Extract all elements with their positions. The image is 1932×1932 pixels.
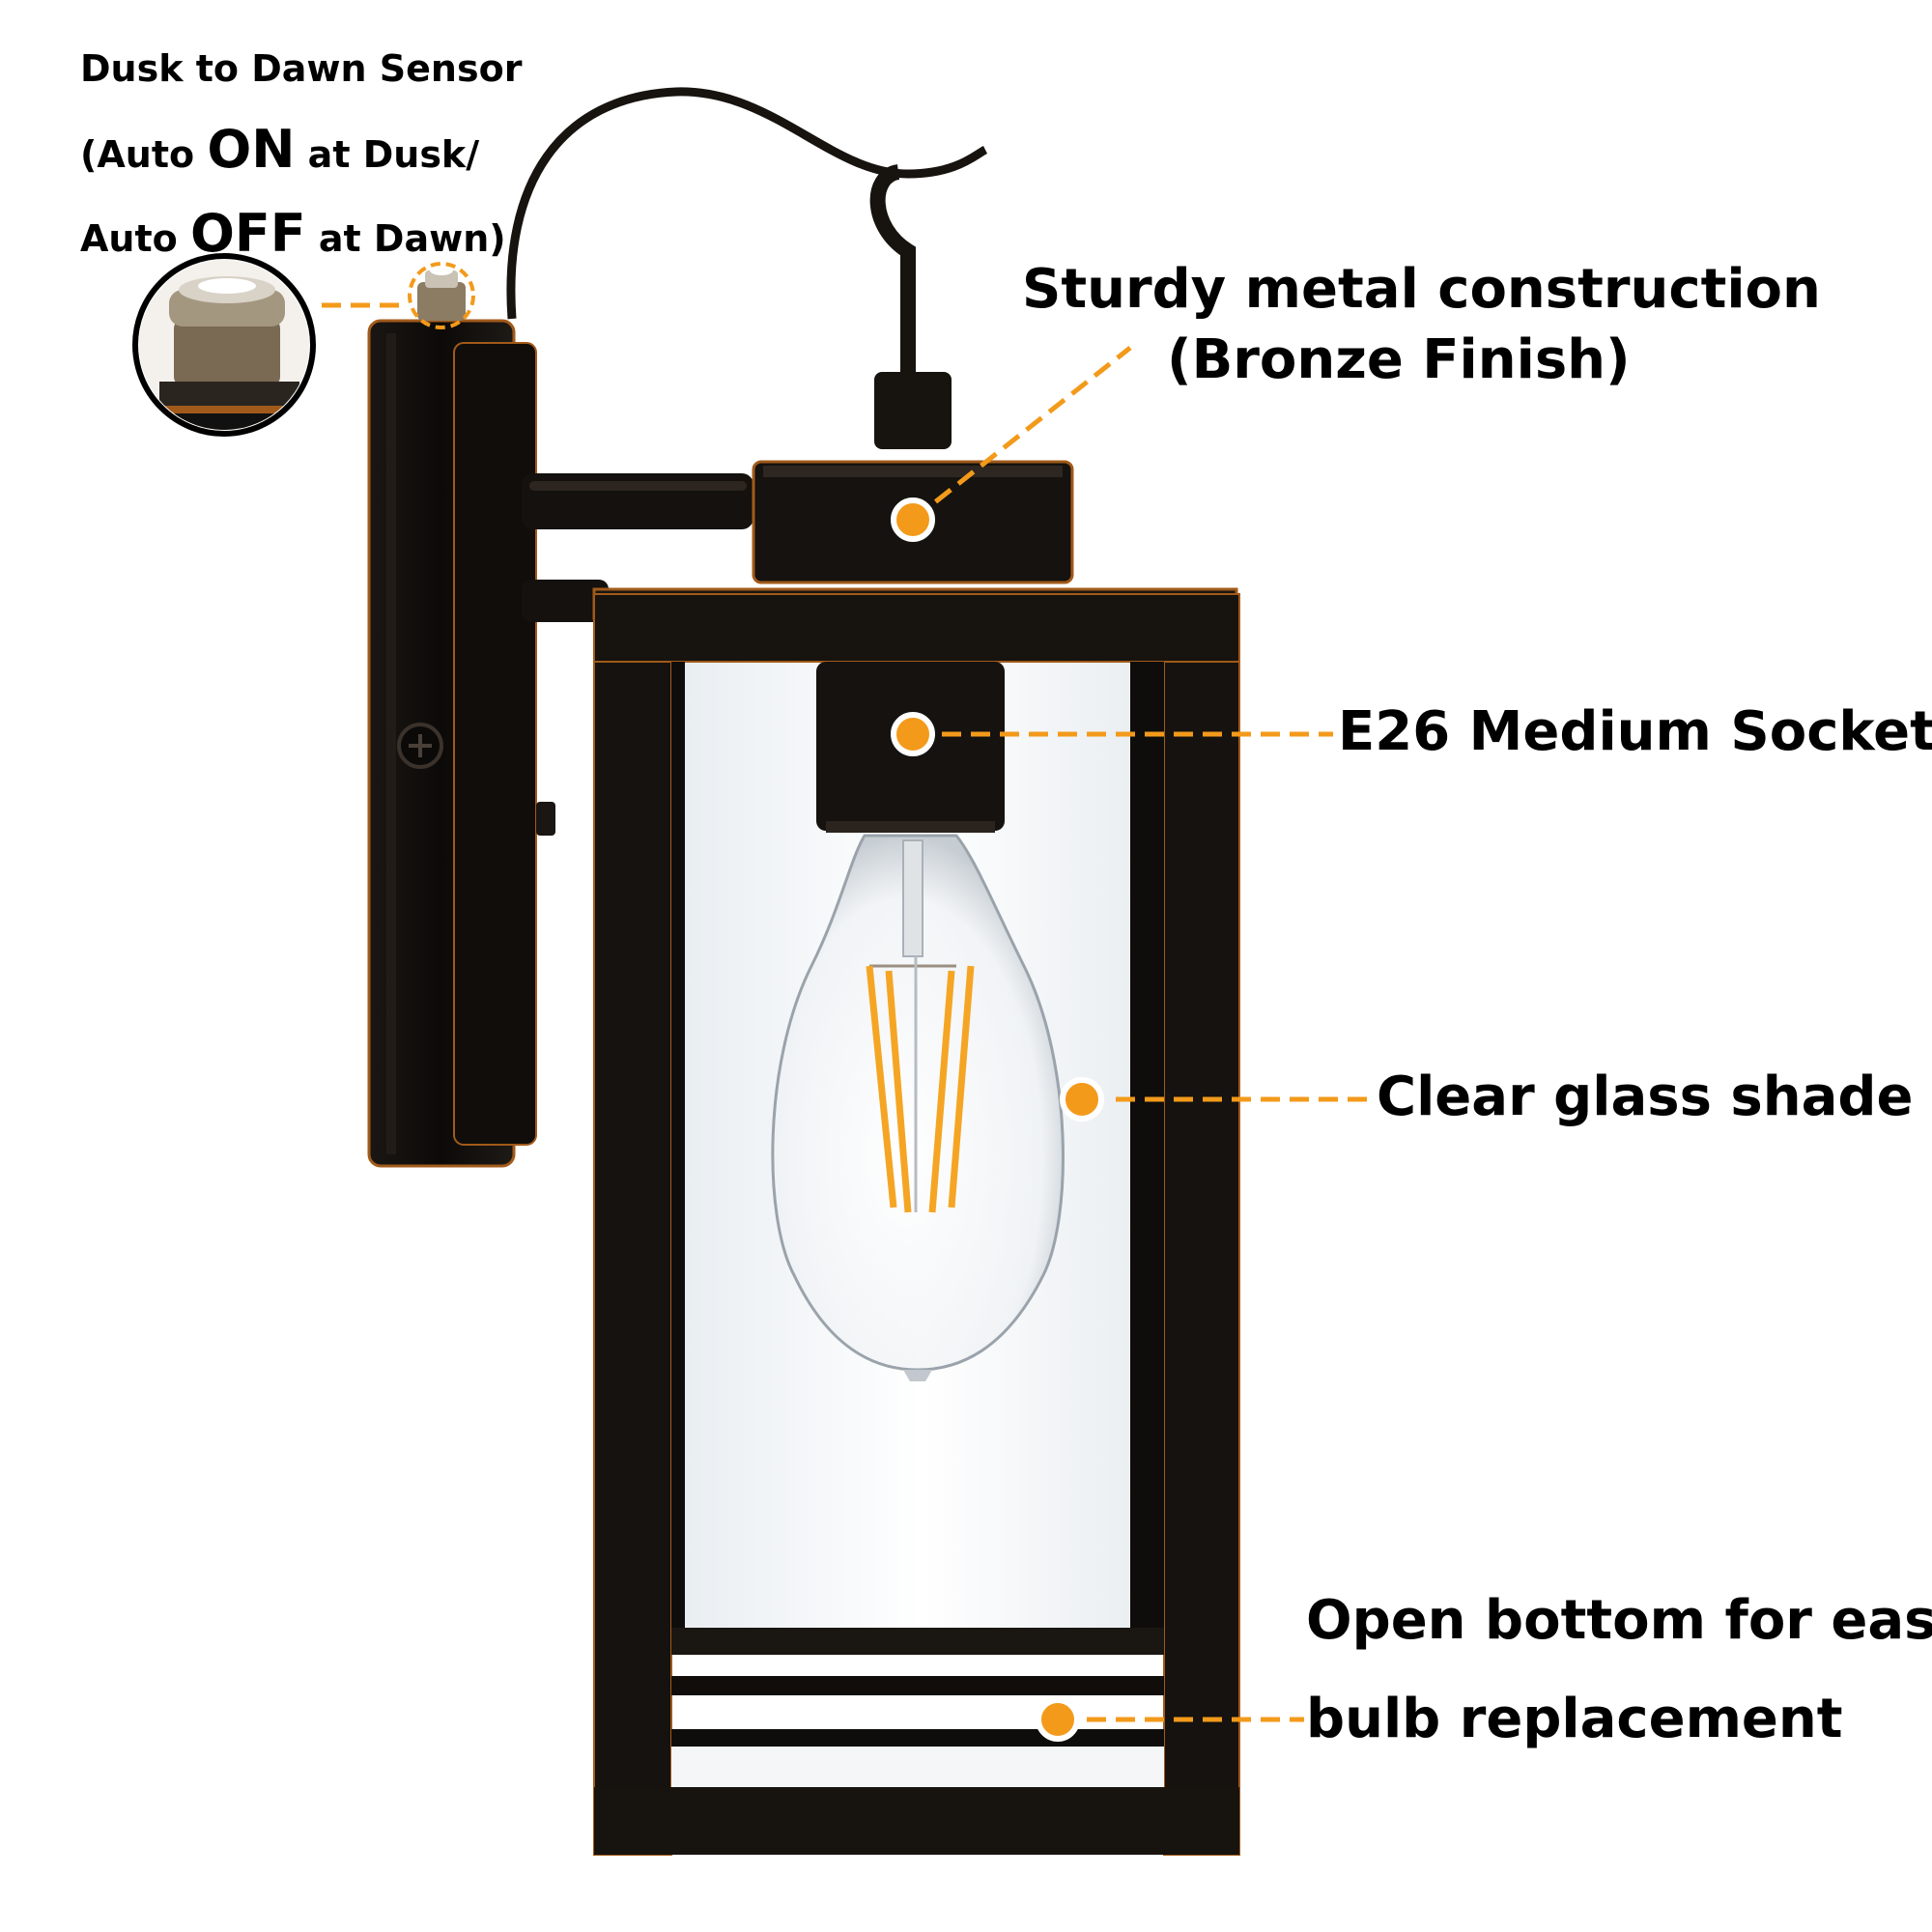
top-cap [752, 372, 1074, 584]
sensor-auto-off-prefix: Auto [80, 217, 190, 260]
callout-dot-icon [891, 497, 1104, 1742]
sensor-title: Dusk to Dawn Sensor [80, 47, 523, 90]
lantern-frame [593, 593, 1240, 1856]
wall-plate [367, 319, 555, 1168]
bulb-replacement-label: bulb replacement [1306, 1688, 1843, 1750]
sensor-off-word: OFF [189, 203, 306, 264]
sensor-auto-on-prefix: (Auto [80, 133, 208, 176]
bronze-finish-label: (Bronze Finish) [1167, 328, 1631, 391]
glass-shade-label: Clear glass shade [1377, 1065, 1914, 1128]
edison-bulb [771, 834, 1065, 1381]
light-sensor-icon [132, 253, 316, 437]
sensor-on-word: ON [207, 119, 296, 180]
socket-label: E26 Medium Socket [1338, 700, 1932, 763]
metal-construction-label: Sturdy metal construction [1022, 258, 1821, 321]
sensor-auto-off: Auto OFF at Dawn) [80, 208, 506, 260]
sensor-auto-on-suffix: at Dusk/ [295, 133, 480, 176]
sensor-auto-on: (Auto ON at Dusk/ [80, 124, 479, 176]
sensor-unit [417, 266, 466, 321]
hanging-arm [506, 87, 988, 320]
callout-lines [322, 302, 1370, 1722]
sensor-auto-off-suffix: at Dawn) [305, 217, 506, 260]
open-bottom-label: Open bottom for easy [1306, 1589, 1932, 1652]
sensor-highlight-ring [408, 262, 475, 329]
